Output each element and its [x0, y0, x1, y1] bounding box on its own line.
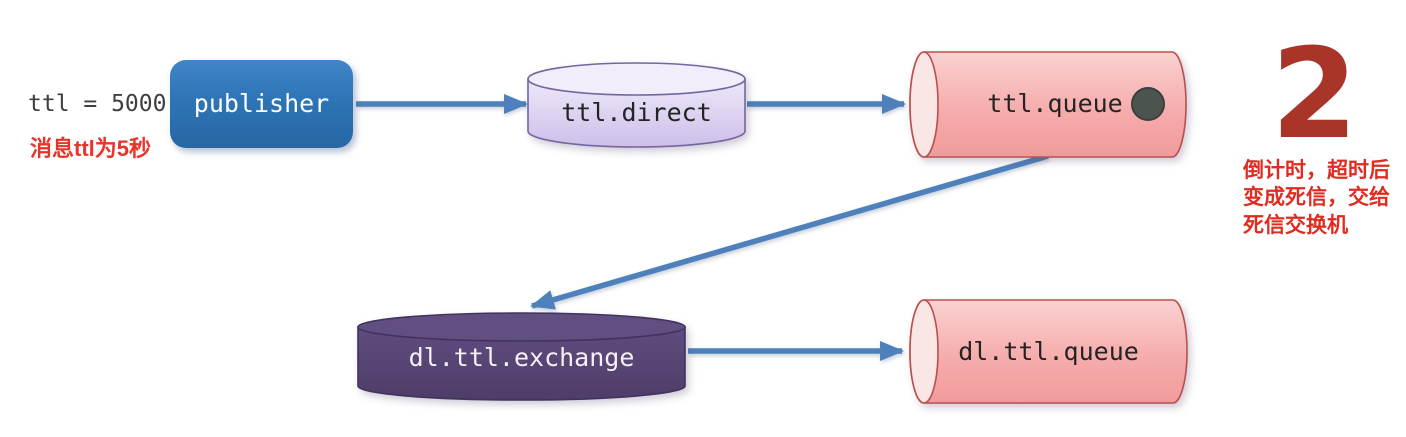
message-dot-icon — [1131, 87, 1165, 121]
ttl-note-text: 消息ttl为5秒 — [30, 136, 152, 161]
dl-ttl-queue-label: dl.ttl.queue — [958, 337, 1139, 366]
step-note: 倒计时，超时后 变成死信，交给 死信交换机 — [1243, 157, 1406, 239]
ttl-direct-label: ttl.direct — [561, 98, 712, 127]
dl-ttl-exchange-top-ellipse — [357, 312, 686, 342]
ttl-direct-cylinder — [527, 62, 746, 148]
step-number: 2 — [1271, 22, 1358, 167]
ttl-queue-cylinder — [909, 51, 1187, 158]
step-note-line-3: 死信交换机 — [1243, 213, 1348, 237]
step-note-line-2: 变成死信，交给 — [1243, 186, 1390, 210]
dl-ttl-exchange-label: dl.ttl.exchange — [408, 343, 635, 372]
dl-ttl-queue-cylinder — [909, 299, 1188, 404]
publisher-label: publisher — [193, 89, 330, 118]
publisher-node: publisher — [170, 60, 353, 148]
ttl-queue-label: ttl.queue — [987, 89, 1123, 118]
dl-ttl-queue-left-cap — [909, 299, 939, 404]
arrow-ttl-queue-to-dl-exchange — [530, 153, 1049, 310]
ttl-value-text: ttl = 5000 — [28, 91, 167, 117]
ttl-queue-left-cap — [909, 51, 939, 158]
ttl-direct-top-ellipse — [527, 62, 746, 96]
dl-ttl-exchange-cylinder — [357, 312, 686, 401]
step-note-line-1: 倒计时，超时后 — [1243, 159, 1390, 182]
